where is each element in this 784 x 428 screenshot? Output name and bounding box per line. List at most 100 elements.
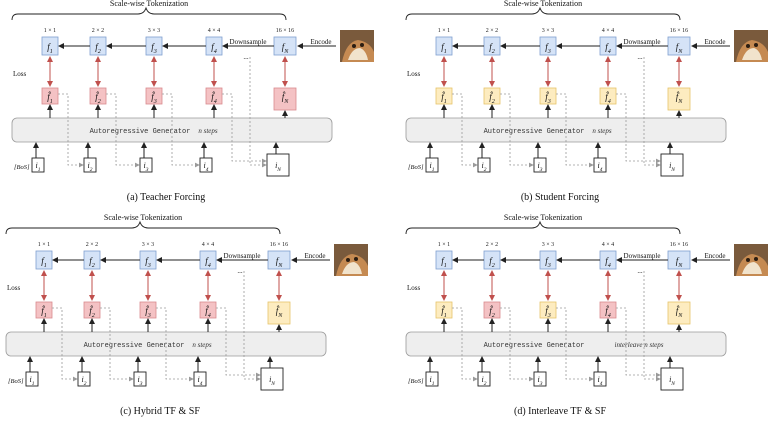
prediction-label: f̂4 [605, 91, 611, 105]
scale-label: 3 × 3 [142, 242, 154, 248]
prediction-label: f̂1 [47, 91, 53, 105]
input-box [425, 157, 439, 173]
input-photo [334, 244, 368, 276]
prediction-label: f̂3 [545, 91, 551, 105]
feature-label: f3 [545, 42, 551, 55]
encode-label: Encode [305, 252, 326, 260]
prediction-label: f̂N [282, 91, 290, 105]
prediction-label: f̂N [276, 305, 284, 319]
tokenization-bracket [5, 220, 281, 235]
feature-label: fN [676, 256, 684, 269]
scale-label: 4 × 4 [202, 242, 214, 248]
feature-label: fN [676, 42, 684, 55]
input-box [266, 153, 290, 177]
feedback-path [100, 307, 134, 382]
input-box [660, 367, 684, 391]
cat-eye [352, 44, 356, 48]
input-label: i4 [198, 375, 203, 387]
prediction-label: f̂1 [441, 91, 447, 105]
bos-label: [BoS] [14, 164, 30, 171]
input-box [31, 157, 45, 173]
feature-label: f3 [151, 42, 157, 55]
feedback-path [216, 307, 261, 378]
feature-label: f4 [605, 42, 611, 55]
input-label: i1 [430, 375, 435, 387]
feature-label: f1 [47, 42, 53, 55]
prediction-label: f̂2 [89, 305, 95, 319]
input-photo [734, 30, 768, 62]
input-label: i4 [204, 161, 209, 173]
prediction-label: f̂4 [205, 305, 211, 319]
input-label: iN [269, 375, 275, 387]
input-label: iN [275, 161, 281, 173]
generator-label: Autoregressive Generator [90, 128, 191, 136]
feature-label: f1 [41, 256, 47, 269]
cat-chest [342, 262, 362, 274]
feedback-path-n [643, 271, 661, 382]
downsample-label: Downsample [624, 252, 661, 260]
input-box [660, 153, 684, 177]
scale-label: 16 × 16 [276, 28, 294, 34]
input-label: i2 [88, 161, 93, 173]
input-label: i2 [482, 161, 487, 173]
loss-label: Loss [407, 284, 421, 292]
prediction-label: f̂1 [441, 305, 447, 319]
feature-label: f3 [545, 256, 551, 269]
feedback-path [106, 93, 140, 168]
downsample-label: Downsample [224, 252, 261, 260]
feature-label: f4 [605, 256, 611, 269]
feedback-path [500, 307, 534, 382]
input-box [25, 371, 39, 387]
scale-label: 1 × 1 [438, 242, 450, 248]
feature-label: f2 [95, 42, 101, 55]
input-label: i4 [598, 161, 603, 173]
steps-label: n steps [592, 127, 612, 135]
bos-label: [BoS] [8, 378, 24, 385]
feedback-path [556, 307, 594, 382]
generator-label: Autoregressive Generator [484, 128, 585, 136]
input-label: i1 [30, 375, 35, 387]
feedback-path [500, 93, 534, 168]
feature-label: f1 [441, 42, 447, 55]
input-label: i3 [138, 375, 143, 387]
scale-label: 2 × 2 [486, 28, 498, 34]
cat-chest [742, 48, 762, 60]
input-label: i3 [538, 161, 543, 173]
tokenization-bracket [11, 6, 287, 21]
encode-label: Encode [705, 252, 726, 260]
feedback-path [162, 93, 200, 168]
feedback-path-n [249, 57, 267, 168]
cat-chest [742, 262, 762, 274]
downsample-label: Downsample [230, 38, 267, 46]
scale-label: 16 × 16 [670, 242, 688, 248]
ellipsis-label: ... [637, 267, 643, 275]
input-label: i3 [144, 161, 149, 173]
prediction-label: f̂2 [489, 91, 495, 105]
steps-label: n steps [198, 127, 218, 135]
input-box [593, 157, 607, 173]
panel-caption: (a) Teacher Forcing [127, 192, 206, 203]
steps-label: n steps [192, 341, 212, 349]
prediction-label: f̂N [676, 305, 684, 319]
prediction-label: f̂2 [489, 305, 495, 319]
scale-label: 1 × 1 [38, 242, 50, 248]
encode-label: Encode [705, 38, 726, 46]
scale-label: 1 × 1 [44, 28, 56, 34]
cat-eye [360, 43, 364, 47]
feedback-path [616, 93, 661, 164]
cat-eye [754, 257, 758, 261]
cat-chest [348, 48, 368, 60]
ellipsis-label: ... [637, 53, 643, 61]
steps-label: interleave n steps [615, 341, 664, 349]
input-photo [340, 30, 374, 62]
input-box [133, 371, 147, 387]
input-box [477, 157, 491, 173]
ellipsis-label: ... [237, 267, 243, 275]
scale-label: 3 × 3 [148, 28, 160, 34]
input-photo [734, 244, 768, 276]
input-box [425, 371, 439, 387]
panel-caption: (d) Interleave TF & SF [514, 406, 606, 417]
scale-label: 16 × 16 [670, 28, 688, 34]
bos-label: [BoS] [408, 164, 424, 171]
scale-label: 4 × 4 [602, 242, 614, 248]
